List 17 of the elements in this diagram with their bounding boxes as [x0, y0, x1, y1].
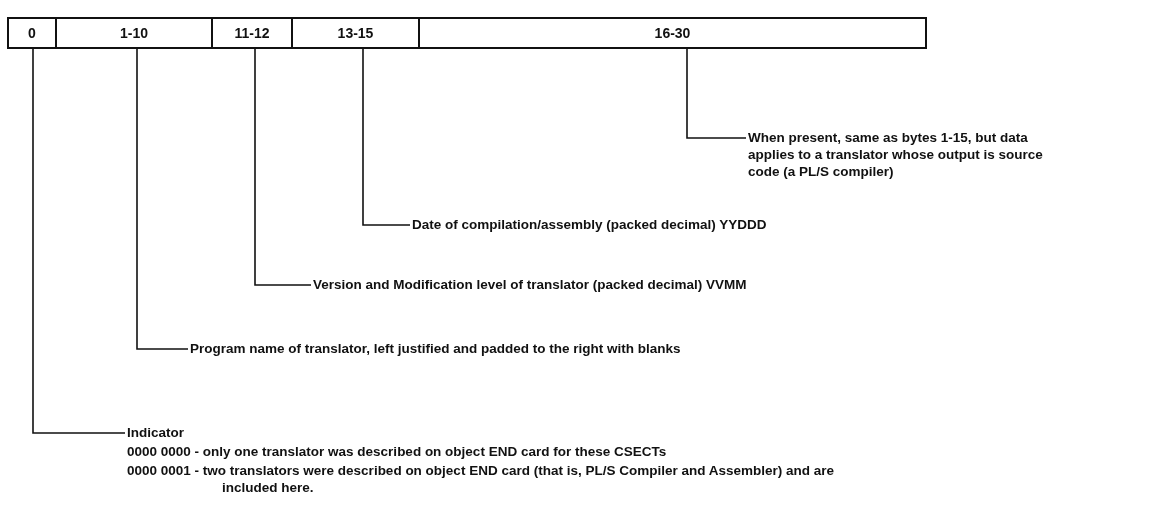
- leader-line: [136, 48, 189, 350]
- leader-line: [686, 48, 747, 139]
- field-cell: 1-10: [55, 17, 213, 49]
- description-text: Version and Modification level of translator (packed decimal) VVMM: [313, 276, 873, 293]
- heading-text: Indicator: [127, 424, 185, 441]
- description-text: Program name of translator, left justified and padded to the right with blanks: [190, 340, 790, 357]
- description-text: When present, same as bytes 1-15, but data applies to a translator whose output is source code (a PL/S compiler): [748, 129, 1048, 180]
- field-cell: 16-30: [418, 17, 927, 49]
- leader-line: [362, 48, 411, 226]
- field-cell: 13-15: [291, 17, 420, 49]
- field-cell: 0: [7, 17, 57, 49]
- value-description: 0000 0001 - two translators were described on object END card (that is, PL/S Compiler and Assembler) and are included here.: [127, 462, 835, 496]
- leader-line: [254, 48, 312, 286]
- value-description: 0000 0000 - only one translator was described on object END card for these CSECTs: [127, 443, 668, 460]
- leader-line: [32, 48, 126, 434]
- field-cell: 11-12: [211, 17, 293, 49]
- description-text: Date of compilation/assembly (packed decimal) YYDDD: [412, 216, 912, 233]
